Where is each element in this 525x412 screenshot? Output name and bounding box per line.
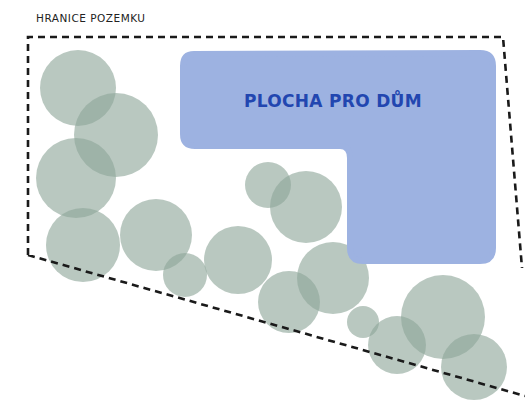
tree-crown (46, 208, 120, 282)
boundary-label: HRANICE POZEMKU (36, 12, 145, 24)
plot-boundary (28, 37, 525, 396)
house-area: PLOCHA PRO DŮM (180, 50, 495, 265)
tree-crown (204, 226, 272, 294)
node-outline (180, 50, 495, 265)
tree-crown (270, 171, 342, 243)
tree-crown (441, 334, 507, 400)
tree-crown (163, 253, 207, 297)
house-area-shape (183, 53, 493, 261)
tree-crown (36, 138, 116, 218)
area-label: PLOCHA PRO DŮM (244, 91, 422, 111)
